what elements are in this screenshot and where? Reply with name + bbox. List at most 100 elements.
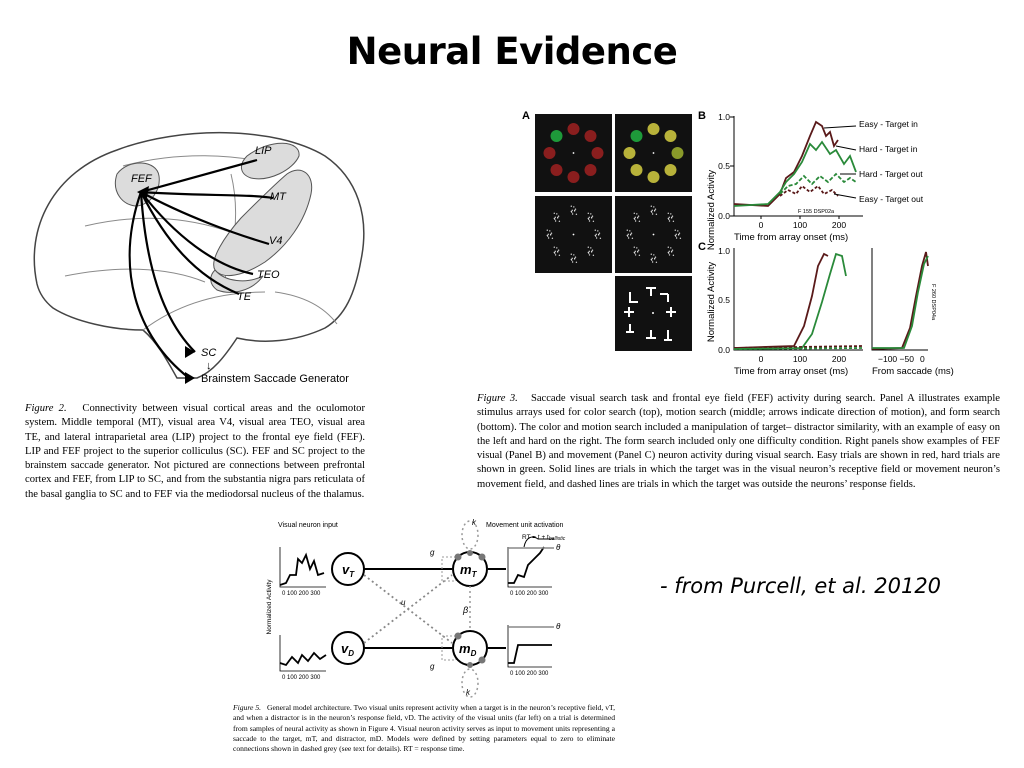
label-vd: vD [341, 641, 354, 658]
form-search-panel [615, 276, 692, 351]
panel-b-ytick-1: 1.0 [718, 112, 730, 122]
figure-2-brain-diagram: FEF LIP MT V4 TEO TE SC ↓ Brainstem Sacc… [25, 116, 370, 390]
panel-a-label: A [522, 110, 530, 122]
label-mt: MT [270, 191, 287, 203]
color-stimulus [664, 130, 677, 142]
color-stimulus [647, 123, 660, 135]
citation-text: - from Purcell, et al. 20120 [660, 574, 942, 598]
sc-down-arrow: ↓ [206, 360, 212, 372]
panel-c-xtick-3: 200 [832, 354, 846, 364]
label-teo: TEO [257, 269, 280, 281]
figure-5-model-diagram: Visual neuron input Movement unit activa… [266, 518, 566, 698]
movement-output-lines [488, 568, 506, 649]
color-stimulus [567, 123, 580, 135]
figure-2-caption-label: Figure 2. [25, 403, 67, 414]
color-stimulus [567, 171, 580, 183]
movement-distractor-axes [507, 625, 552, 668]
legend-easy-target-out: Easy - Target out [859, 194, 924, 204]
motion-stimulus [594, 229, 602, 239]
label-vt: vT [342, 562, 355, 579]
legend-easy-target-in: Easy - Target in [859, 119, 918, 129]
motion-stimulus [650, 253, 658, 263]
visual-distractor-xticks: 0 100 200 300 [282, 675, 321, 681]
color-search-easy-panel [535, 114, 612, 192]
visual-neuron-input-title: Visual neuron input [278, 522, 338, 529]
mt-v4-region [213, 169, 313, 277]
figure-5-caption-text: General model architecture. Two visual u… [233, 703, 616, 754]
motion-stimulus [667, 246, 675, 256]
motion-stimulus [587, 212, 595, 222]
panel-c-xlabel-1: Time from array onset (ms) [734, 366, 848, 377]
panel-b-xlabel: Time from array onset (ms) [734, 232, 848, 243]
lip-region [241, 142, 300, 180]
slide-title: Neural Evidence [346, 30, 678, 73]
panel-b-label: B [698, 110, 706, 122]
color-stimulus [550, 130, 563, 142]
label-rt: RT = t + tballistic [522, 534, 566, 542]
fixation-point [572, 152, 575, 154]
panel-b-ylabel: Normalized Activity [706, 170, 717, 250]
panel-b-ticks [730, 116, 840, 219]
visual-target-trace [279, 552, 325, 586]
label-md: mD [459, 641, 477, 658]
color-stimulus [584, 130, 597, 142]
panel-b-traces [733, 120, 857, 207]
panel-b-ytick-2: 0.5 [718, 161, 730, 171]
label-brainstem: Brainstem Saccade Generator [201, 373, 349, 385]
fixation-point [652, 152, 655, 154]
figure-3-caption-label: Figure 3. [477, 393, 518, 404]
label-u: u [401, 598, 406, 607]
theta-target: θ [556, 543, 561, 552]
panel-c-cell-id: F 260 DSP04a [930, 284, 936, 321]
brainstem-arrowhead [185, 372, 195, 384]
panel-c-xtick-2: 100 [793, 354, 807, 364]
fixation-point [652, 233, 655, 236]
label-g-top: g [430, 548, 435, 557]
panel-c-ylabel: Normalized Activity [706, 262, 717, 342]
panel-b-cell-id: F 155 DSP02a [798, 209, 835, 215]
legend-hard-target-out: Hard - Target out [859, 169, 923, 179]
color-stimulus [623, 147, 636, 159]
label-mt: mT [460, 562, 478, 579]
label-te: TE [237, 291, 252, 303]
color-search-hard-panel [615, 114, 692, 192]
visual-distractor-axes [279, 635, 326, 672]
figure-5-caption-label: Figure 5. [233, 703, 262, 712]
motion-stimulus [633, 212, 641, 222]
label-k-top: k [472, 518, 477, 527]
motion-stimulus [650, 205, 658, 215]
motion-stimulus [626, 229, 634, 239]
motion-stimulus [633, 246, 641, 256]
color-stimulus [630, 130, 643, 142]
motion-stimulus [570, 253, 578, 263]
panel-c-xlabel-2: From saccade (ms) [872, 366, 954, 377]
label-v4: V4 [269, 235, 282, 247]
figure-3-caption-text: Saccade visual search task and frontal e… [477, 393, 1000, 490]
color-stimulus [630, 164, 643, 176]
motion-stimulus [553, 246, 561, 256]
motion-stimulus [553, 212, 561, 222]
fef-arrowhead [137, 186, 149, 198]
figure-2-caption: Figure 2. Connectivity between visual co… [25, 402, 365, 502]
color-stimulus [543, 147, 556, 159]
color-stimulus [664, 164, 677, 176]
movement-unit-title: Movement unit activation [486, 522, 564, 529]
panel-c-label: C [698, 241, 706, 253]
motion-stimulus [587, 246, 595, 256]
panel-c-xtick-zero: 0 [920, 354, 925, 364]
color-stimulus [584, 164, 597, 176]
panel-c-ytick-1: 1.0 [718, 246, 730, 256]
movement-distractor-trace [508, 644, 552, 664]
inhibitory-terminals [454, 550, 486, 668]
fixation-point [572, 233, 575, 236]
motion-search-hard-panel [615, 196, 692, 273]
label-lip: LIP [255, 145, 272, 157]
color-stimulus [591, 147, 604, 159]
color-stimulus [671, 147, 684, 159]
movement-target-xticks: 0 100 200 300 [510, 591, 549, 597]
panel-c-ytick-3: 0.0 [718, 345, 730, 355]
panel-c-traces [733, 251, 929, 350]
label-g-bottom: g [430, 662, 435, 671]
panel-b-xtick-3: 200 [832, 220, 846, 230]
theta-distractor: θ [556, 622, 561, 631]
